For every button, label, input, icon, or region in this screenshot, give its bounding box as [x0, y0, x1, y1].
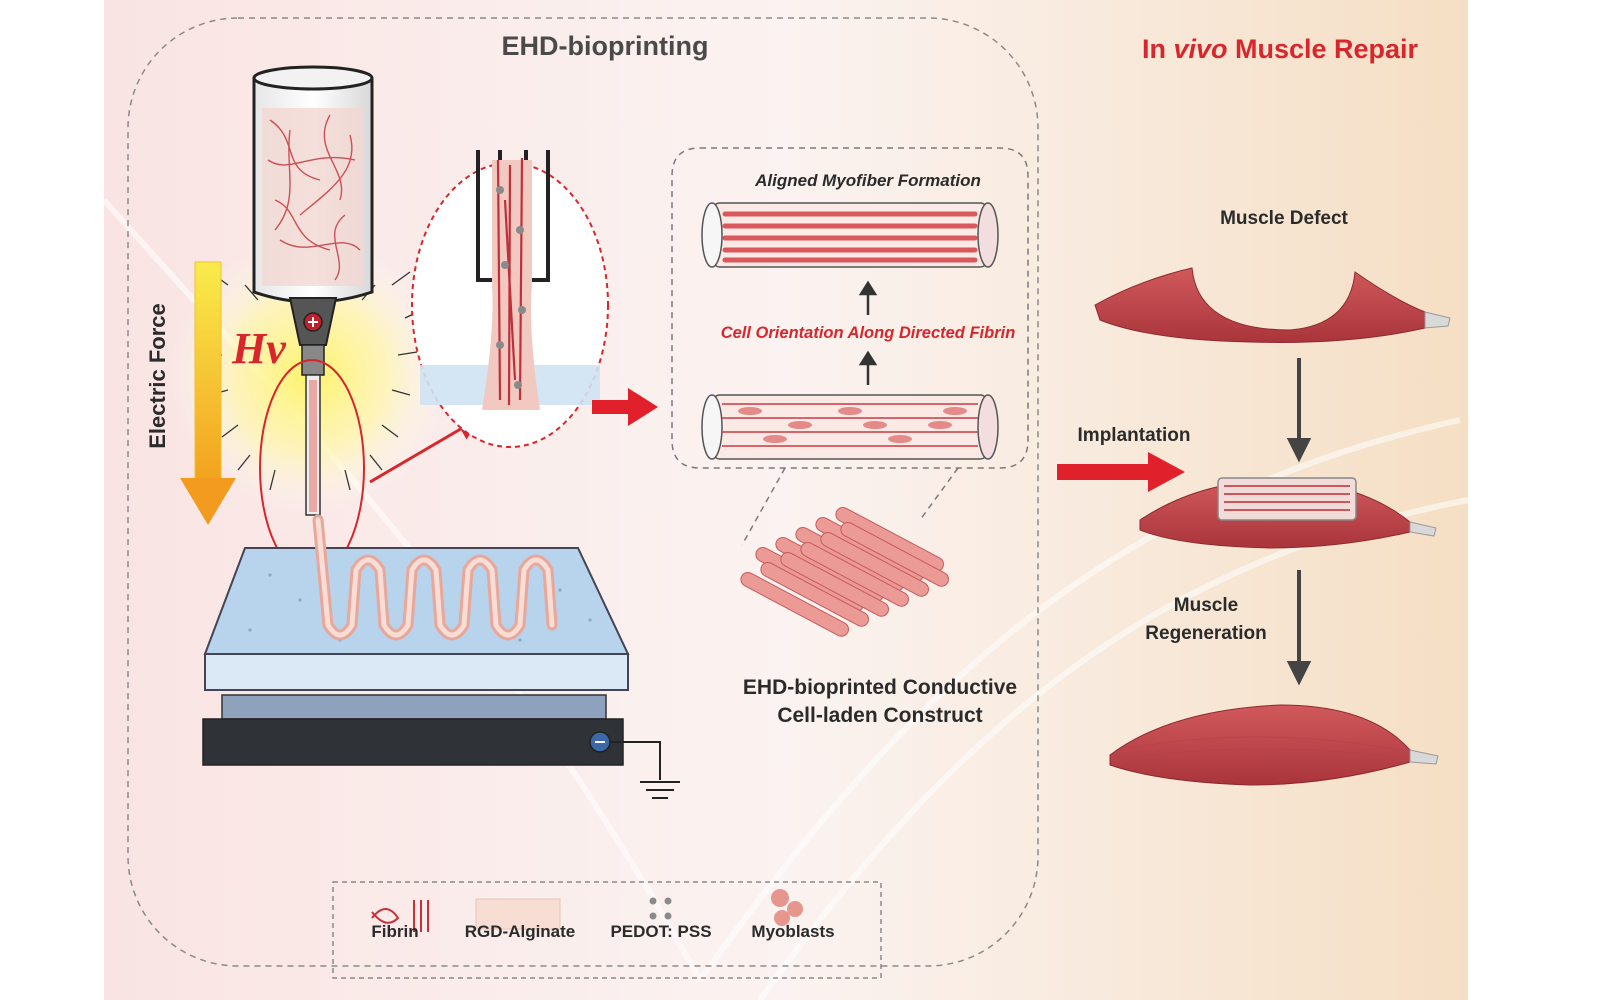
electric-force-arrow [180, 261, 236, 525]
title-prefix: In [1141, 34, 1174, 64]
printing-platform [202, 514, 680, 799]
regeneration-label: Muscle Regeneration [1106, 592, 1306, 648]
regeneration-label-line1: Muscle [1173, 595, 1239, 616]
process-arrow [592, 388, 658, 426]
legend-alginate-label: RGD-Alginate [464, 922, 576, 941]
repair-down-arrows [1286, 358, 1312, 686]
title-suffix: Muscle Repair [1227, 34, 1419, 64]
inset-up-arrows [858, 280, 878, 385]
muscle-implanted-shape [1139, 477, 1437, 549]
construct-label-line1: EHD-bioprinted Conductive [742, 676, 1018, 699]
muscle-defect-shape [1094, 267, 1451, 343]
printed-construct-stack [740, 506, 949, 637]
legend-fibrin-swatch [371, 900, 429, 932]
aligned-myofiber-cylinder [701, 202, 999, 268]
inset-connector-left [741, 467, 786, 546]
legend-alginate-swatch [475, 898, 561, 930]
zoom-pointer-arrow [369, 416, 482, 484]
construct-label: EHD-bioprinted Conductive Cell-laden Con… [715, 674, 1045, 730]
legend-myoblast-swatch [771, 889, 803, 926]
regeneration-label-line2: Regeneration [1145, 623, 1267, 644]
legend-myoblast-label: Myoblasts [751, 922, 835, 941]
implantation-arrow [1057, 452, 1185, 492]
syringe [252, 65, 374, 516]
oriented-cell-cylinder [701, 394, 999, 460]
construct-label-line2: Cell-laden Construct [777, 704, 983, 727]
muscle-regenerated-shape [1109, 704, 1439, 786]
legend-pedot-swatch [649, 897, 672, 920]
myofiber-inset-frame [671, 147, 1029, 469]
bioprinting-frame [127, 17, 1039, 967]
muscle-defect-label: Muscle Defect [1220, 208, 1348, 229]
muscle-repair-title: In vivo Muscle Repair [1142, 34, 1418, 65]
needle-zoom-inset [411, 150, 609, 448]
title-italic: vivo [1173, 34, 1228, 64]
electric-force-label: Electric Force [145, 303, 170, 449]
bioprinting-title: EHD-bioprinting [501, 31, 709, 61]
legend-pedot-label: PEDOT: PSS [610, 922, 712, 941]
voltage-label: Hv [232, 324, 286, 373]
legend-box [332, 881, 882, 979]
legend-fibrin-label: Fibrin [371, 922, 419, 941]
implantation-label: Implantation [1077, 425, 1191, 446]
myofiber-formation-label: Aligned Myofiber Formation [755, 171, 981, 190]
cell-orientation-label: Cell Orientation Along Directed Fibrin [720, 324, 1016, 342]
